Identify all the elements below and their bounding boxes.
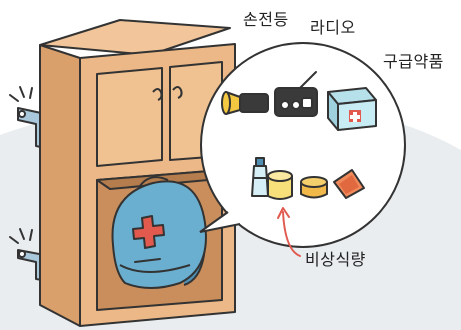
backpack-icon	[111, 176, 207, 289]
motion-lines-icon	[9, 86, 33, 244]
first-aid-kit-icon	[327, 87, 377, 131]
flashlight-icon	[221, 91, 269, 115]
flashlight-label: 손전등	[243, 10, 289, 29]
callout-tail	[199, 211, 241, 233]
radio-label: 라디오	[310, 18, 356, 37]
emergency-food-label: 비상식량	[305, 250, 366, 269]
first-aid-kit-label: 구급약품	[383, 52, 444, 71]
canned-food-icon	[267, 170, 293, 200]
snack-tin-icon	[300, 176, 328, 199]
snack-bag-icon	[333, 169, 365, 199]
radio-icon	[274, 71, 318, 117]
water-bottle-icon	[251, 157, 269, 197]
arrow-icon	[277, 207, 301, 257]
